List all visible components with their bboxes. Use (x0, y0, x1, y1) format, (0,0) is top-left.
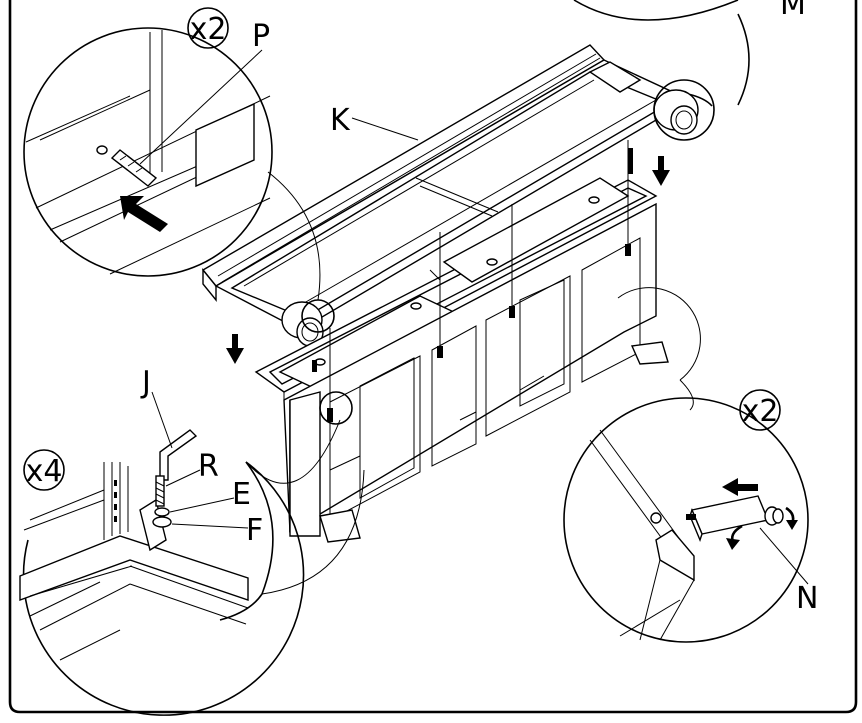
label-j: J (140, 365, 151, 400)
left-arrow-icon (722, 478, 758, 496)
allen-key-j-icon (159, 429, 198, 481)
push-arrow-icon (120, 196, 168, 232)
dowel-p-icon (96, 145, 158, 187)
n-count-badge: x2 (739, 389, 781, 431)
label-r: R (198, 449, 219, 484)
top-frame-k (201, 44, 692, 342)
down-arrow-icon (652, 156, 670, 186)
cabinet-base (254, 177, 669, 543)
label-e: E (232, 477, 251, 512)
screws (312, 140, 633, 422)
detail-circle-p (23, 27, 273, 277)
caster-wheel-right (653, 89, 699, 135)
label-p: P (252, 19, 270, 54)
leg-bolt-count: x4 (26, 454, 63, 489)
label-n: N (796, 581, 818, 616)
label-k: K (330, 103, 351, 138)
label-m: M (780, 0, 806, 22)
n-count: x2 (742, 394, 779, 429)
bolt-r-icon (155, 475, 165, 507)
down-arrow-icon (226, 334, 244, 364)
p-count-badge: x2 (187, 7, 229, 49)
rotate-arrow-icon (785, 506, 798, 530)
leg-bolt-count-badge: x4 (23, 449, 65, 491)
caster-wheel-left (281, 301, 324, 347)
page-frame (8, 0, 858, 714)
p-count: x2 (190, 12, 227, 47)
label-f: F (246, 513, 263, 548)
detail-circle-leg (19, 461, 305, 716)
detail-circle-n (563, 397, 809, 643)
washer-f-icon (152, 516, 172, 528)
washer-e-icon (154, 507, 170, 517)
detail-circle-m (573, 0, 739, 21)
rotate-arrow-icon (726, 524, 743, 550)
